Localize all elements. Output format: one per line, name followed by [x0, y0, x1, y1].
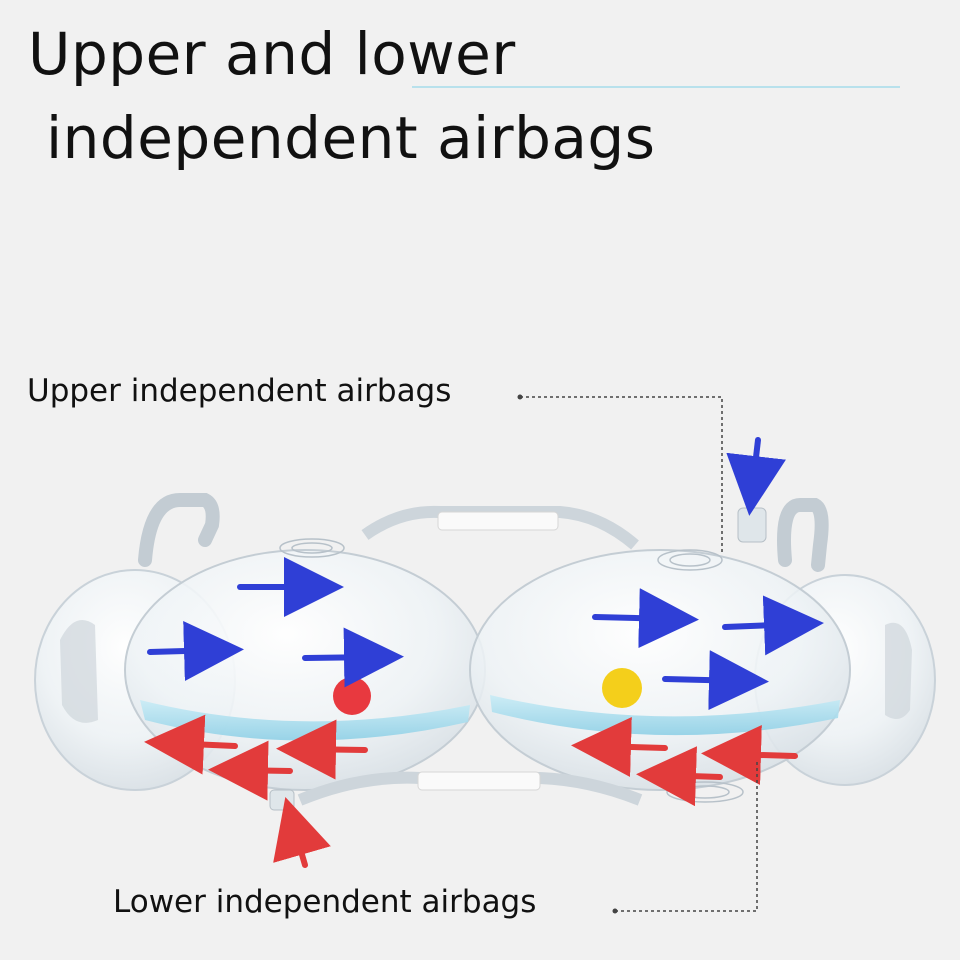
lower-leader-line — [612, 762, 758, 914]
upper-airbags-label: Upper independent airbags — [27, 373, 452, 409]
red-ball — [333, 677, 371, 715]
title-underline — [412, 86, 900, 88]
title-line-1: Upper and lower — [28, 20, 516, 88]
lower-airbags-label: Lower independent airbags — [113, 884, 537, 920]
upper-leader-line — [517, 394, 723, 552]
handle-right — [777, 498, 829, 572]
top-strap-buckle — [361, 505, 639, 550]
title-line-2: independent airbags — [46, 104, 656, 172]
handle-left — [138, 493, 220, 567]
blue-arrow-icon — [147, 437, 824, 711]
bottom-strap-buckle — [297, 771, 643, 806]
page-title: Upper and lower independent airbags — [28, 12, 655, 180]
left-chamber — [124, 549, 486, 791]
red-arrow-icon — [144, 714, 798, 868]
yellow-ball — [602, 668, 642, 708]
